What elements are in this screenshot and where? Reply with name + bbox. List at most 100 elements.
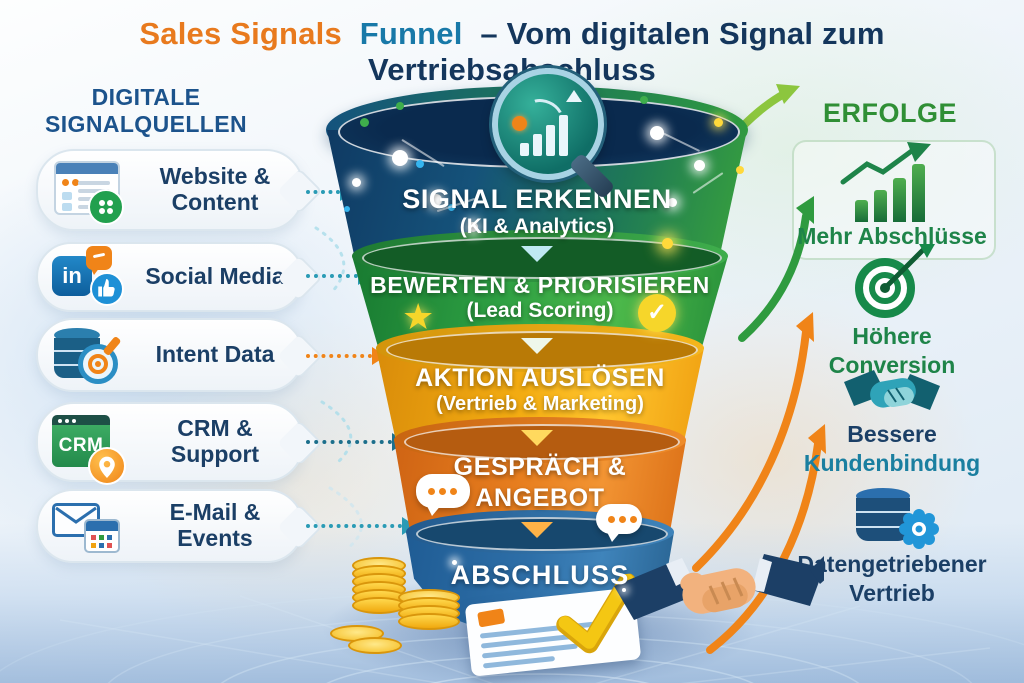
success-label-line1: Bessere [847, 421, 937, 447]
connector-arrow-email [306, 517, 416, 535]
coin [398, 613, 460, 630]
database-search-icon [50, 324, 126, 386]
source-label: Social Media [145, 263, 285, 290]
handshake-icon [844, 370, 940, 410]
signal-dot-green [396, 102, 404, 110]
calendar-header [86, 521, 118, 531]
bar [855, 200, 868, 222]
success-label-line1: Datengetriebener [797, 551, 987, 577]
browser-dots [62, 179, 69, 186]
check-badge-icon [638, 294, 676, 332]
chat-bubble-icon [88, 189, 124, 225]
speech-bubble-icon [416, 474, 470, 516]
chat-bubble-dots [99, 200, 105, 206]
growth-arrow [840, 142, 931, 185]
right-column-header: ERFOLGE [822, 98, 957, 128]
target-ring [88, 354, 108, 374]
stage-title: ABSCHLUSS [450, 560, 630, 590]
network-node-icon [694, 160, 705, 171]
browser-lines [78, 181, 110, 185]
page-title: Sales Signals Funnel – Vom digitalen Sig… [0, 16, 1024, 88]
network-node-icon [650, 126, 664, 140]
stage-subtitle: (Vertrieb & Marketing) [436, 393, 644, 415]
stage-flow-chevron [521, 430, 553, 446]
network-node-icon [668, 198, 677, 207]
comment-tail [90, 267, 100, 275]
stage-subtitle: (Lead Scoring) [466, 299, 614, 322]
star-rating-icon [402, 296, 434, 338]
chart-bar [559, 115, 568, 156]
db-layer [856, 513, 910, 528]
linkedin-social-icon: in [50, 246, 126, 308]
funnel-stage1-text: SIGNAL ERKENNEN (KI & Analytics) [327, 184, 747, 239]
success-label-line2: Vertrieb [849, 579, 935, 606]
funnel-stage3-text: AKTION AUSLÖSEN (Vertrieb & Marketing) [376, 364, 704, 416]
checkmark-icon [556, 572, 637, 654]
connector-arrow-social [306, 267, 372, 285]
signal-dot-green [640, 96, 648, 104]
connector-arrow-crm [306, 433, 406, 451]
coin-stack-icon [352, 557, 406, 614]
crm-tab-dots [58, 419, 62, 423]
sparkle [452, 560, 457, 565]
speech-dots [608, 516, 615, 523]
stage-flow-chevron [521, 246, 553, 262]
connector-arrow-intent [306, 347, 386, 365]
stage-flow-chevron [521, 522, 553, 538]
crm-folder: CRM [52, 425, 110, 467]
source-card-email-events: E-Mail & Events [36, 489, 304, 563]
envelope-calendar-icon [50, 495, 126, 557]
stage-subtitle: (KI & Analytics) [459, 215, 615, 238]
contract-document-icon [464, 572, 642, 677]
network-node-icon [468, 222, 478, 232]
handshake-deal-illustration [614, 554, 824, 620]
target-bullseye [880, 283, 890, 293]
crm-tab [52, 415, 110, 427]
browser-chat-icon [50, 159, 126, 225]
database-gear-icon [842, 486, 942, 550]
target-dart [884, 244, 935, 289]
chart-bar [546, 125, 555, 156]
speech-dots [428, 488, 435, 495]
comment-badge [86, 246, 112, 275]
growth-chart-icon [837, 142, 947, 222]
doc-stamp [477, 608, 506, 628]
target-inner-ring [869, 272, 901, 304]
success-item-kundenbindung: Bessere Kundenbindung [786, 362, 998, 478]
growth-bars [855, 160, 925, 222]
location-pin-badge [88, 447, 126, 485]
stage-title: BEWERTEN & PRIORISIEREN [370, 272, 710, 298]
source-card-social-media: in Social Media [36, 242, 304, 312]
source-label: CRM & Support [170, 415, 260, 467]
title-sales-signals: Sales Signals [139, 16, 342, 51]
stage-title: SIGNAL ERKENNEN [402, 184, 672, 214]
bar [893, 178, 906, 222]
calendar [84, 519, 120, 553]
source-card-crm-support: CRM CRM & Support [36, 402, 304, 485]
doc-line [482, 655, 556, 669]
success-item-hoehere-conversion: Höhere Conversion [786, 244, 998, 380]
browser-thumbs [62, 192, 72, 200]
chart-bar [520, 143, 529, 156]
signal-dot-yellow [714, 118, 723, 127]
linkedin-badge: in [52, 256, 92, 296]
bar [874, 190, 887, 222]
source-label: Intent Data [155, 341, 275, 368]
calendar-grid [91, 535, 96, 540]
source-label: E-Mail & Events [169, 499, 261, 551]
db-layer [856, 528, 910, 541]
success-label: Mehr Abschlüsse [797, 223, 987, 249]
signal-dot-orange [512, 116, 527, 131]
source-label: Website & Content [159, 163, 271, 215]
bar [912, 164, 925, 222]
up-arrow-icon [566, 90, 582, 102]
stage-title: GESPRÄCH & ANGEBOT [453, 453, 627, 513]
success-label: Höhere Conversion [828, 323, 956, 378]
title-funnel: Funnel [359, 16, 463, 51]
crm-folder-pin-icon: CRM [50, 411, 126, 485]
signal-dot-blue [344, 206, 350, 212]
network-node-icon [392, 150, 408, 166]
db-layer [856, 498, 910, 513]
speech-bubble-icon [596, 504, 642, 542]
